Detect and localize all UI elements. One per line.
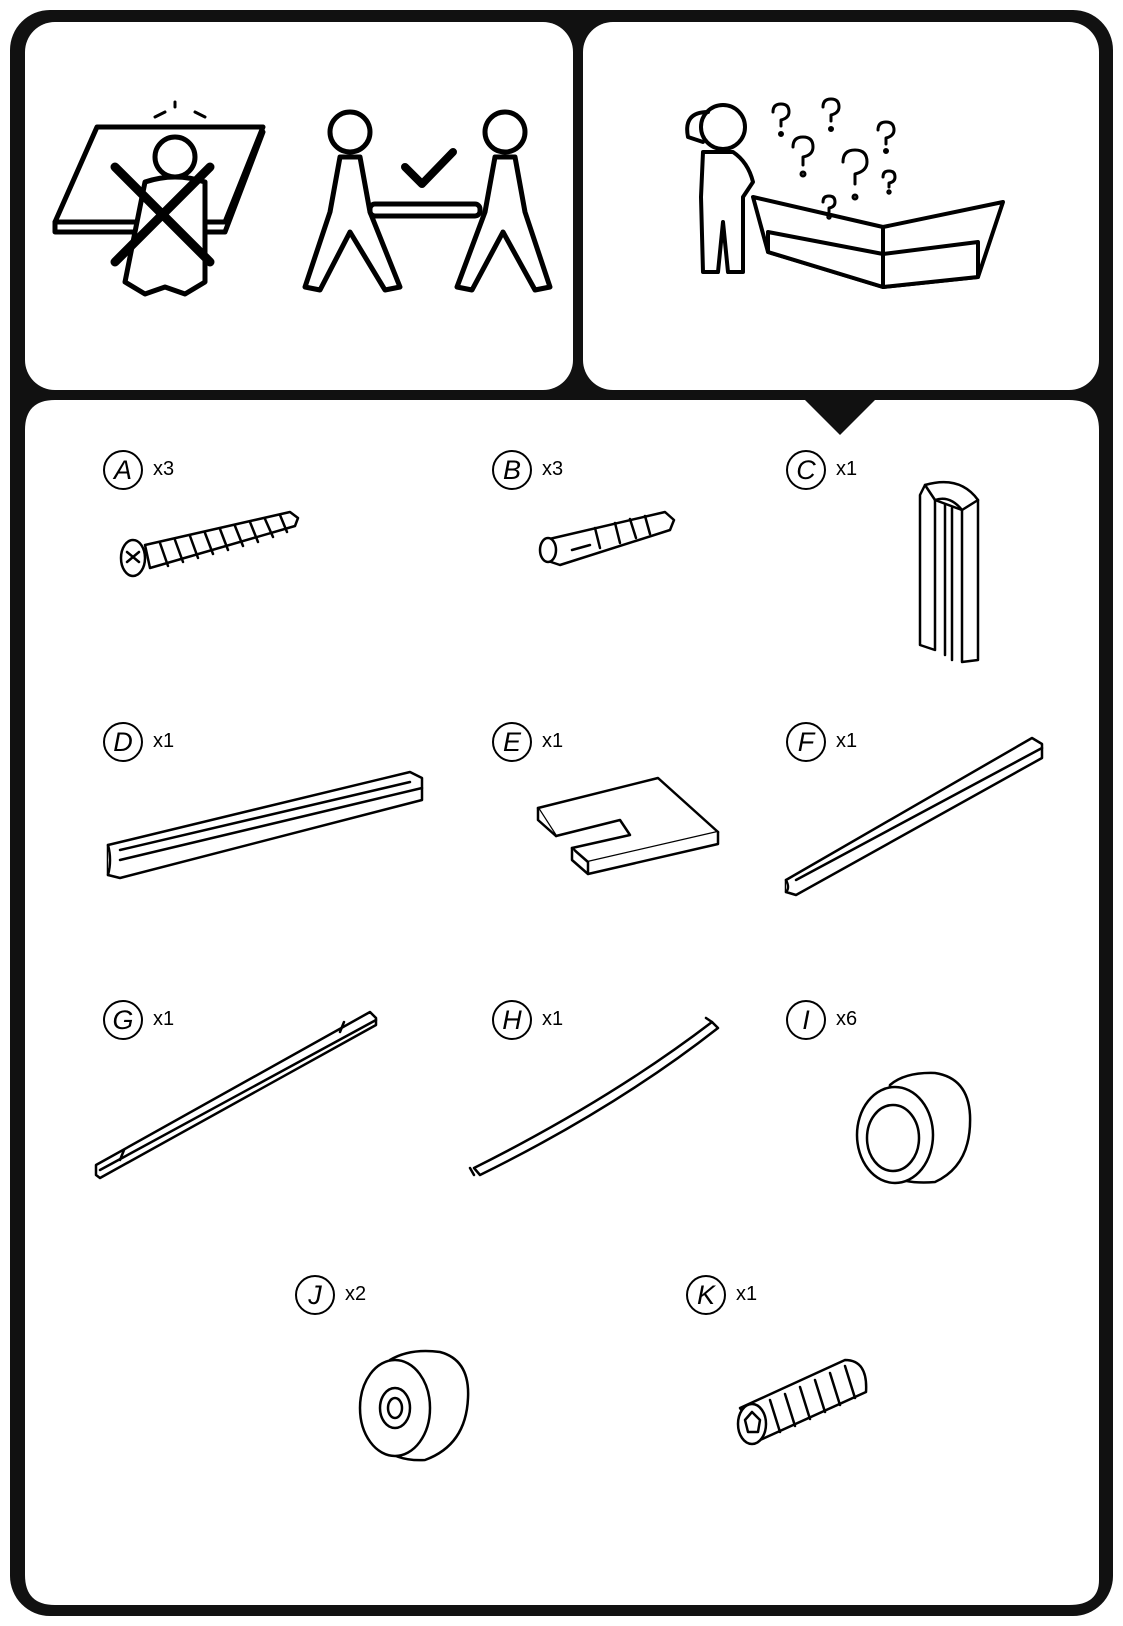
- round-cap-icon: [855, 1071, 972, 1185]
- part-quantity: x1: [542, 730, 564, 752]
- part-quantity: x1: [153, 1008, 175, 1030]
- part-label-f: F x1: [786, 722, 1006, 782]
- u-channel-profile-icon: [106, 770, 424, 880]
- screw-icon: [119, 510, 300, 578]
- part-quantity: x3: [542, 458, 564, 480]
- part-label-c: C x1: [786, 450, 1006, 510]
- wall-plug-icon: [538, 510, 676, 567]
- part-label-i: I x6: [786, 1000, 1006, 1060]
- part-letter: A: [103, 450, 143, 490]
- threaded-knob-icon: [358, 1349, 470, 1462]
- part-letter: H: [492, 1000, 532, 1040]
- check-parts-icon: [685, 97, 1005, 289]
- part-letter: D: [103, 722, 143, 762]
- two-person-carry-icon: [52, 100, 553, 297]
- part-quantity: x3: [153, 458, 175, 480]
- part-label-h: H x1: [492, 1000, 712, 1060]
- part-label-d: D x1: [103, 722, 323, 782]
- part-letter: G: [103, 1000, 143, 1040]
- part-letter: F: [786, 722, 826, 762]
- corner-profile-icon: [918, 480, 980, 664]
- part-label-k: K x1: [686, 1275, 906, 1335]
- flat-strip-icon: [94, 1010, 378, 1180]
- spacer-plate-icon: [536, 776, 720, 876]
- part-label-e: E x1: [492, 722, 712, 782]
- part-label-j: J x2: [295, 1275, 515, 1335]
- part-quantity: x1: [836, 458, 858, 480]
- part-label-g: G x1: [103, 1000, 323, 1060]
- part-quantity: x6: [836, 1008, 858, 1030]
- set-screw-icon: [736, 1358, 868, 1446]
- part-quantity: x1: [836, 730, 858, 752]
- part-quantity: x1: [736, 1283, 758, 1305]
- seal-strip-icon: [468, 1016, 720, 1177]
- part-letter: J: [295, 1275, 335, 1315]
- part-letter: B: [492, 450, 532, 490]
- rail-profile-icon: [784, 736, 1044, 897]
- part-letter: I: [786, 1000, 826, 1040]
- part-letter: E: [492, 722, 532, 762]
- part-letter: K: [686, 1275, 726, 1315]
- part-quantity: x1: [542, 1008, 564, 1030]
- part-label-a: A x3: [103, 450, 323, 510]
- part-quantity: x1: [153, 730, 175, 752]
- part-quantity: x2: [345, 1283, 367, 1305]
- part-letter: C: [786, 450, 826, 490]
- part-label-b: B x3: [492, 450, 712, 510]
